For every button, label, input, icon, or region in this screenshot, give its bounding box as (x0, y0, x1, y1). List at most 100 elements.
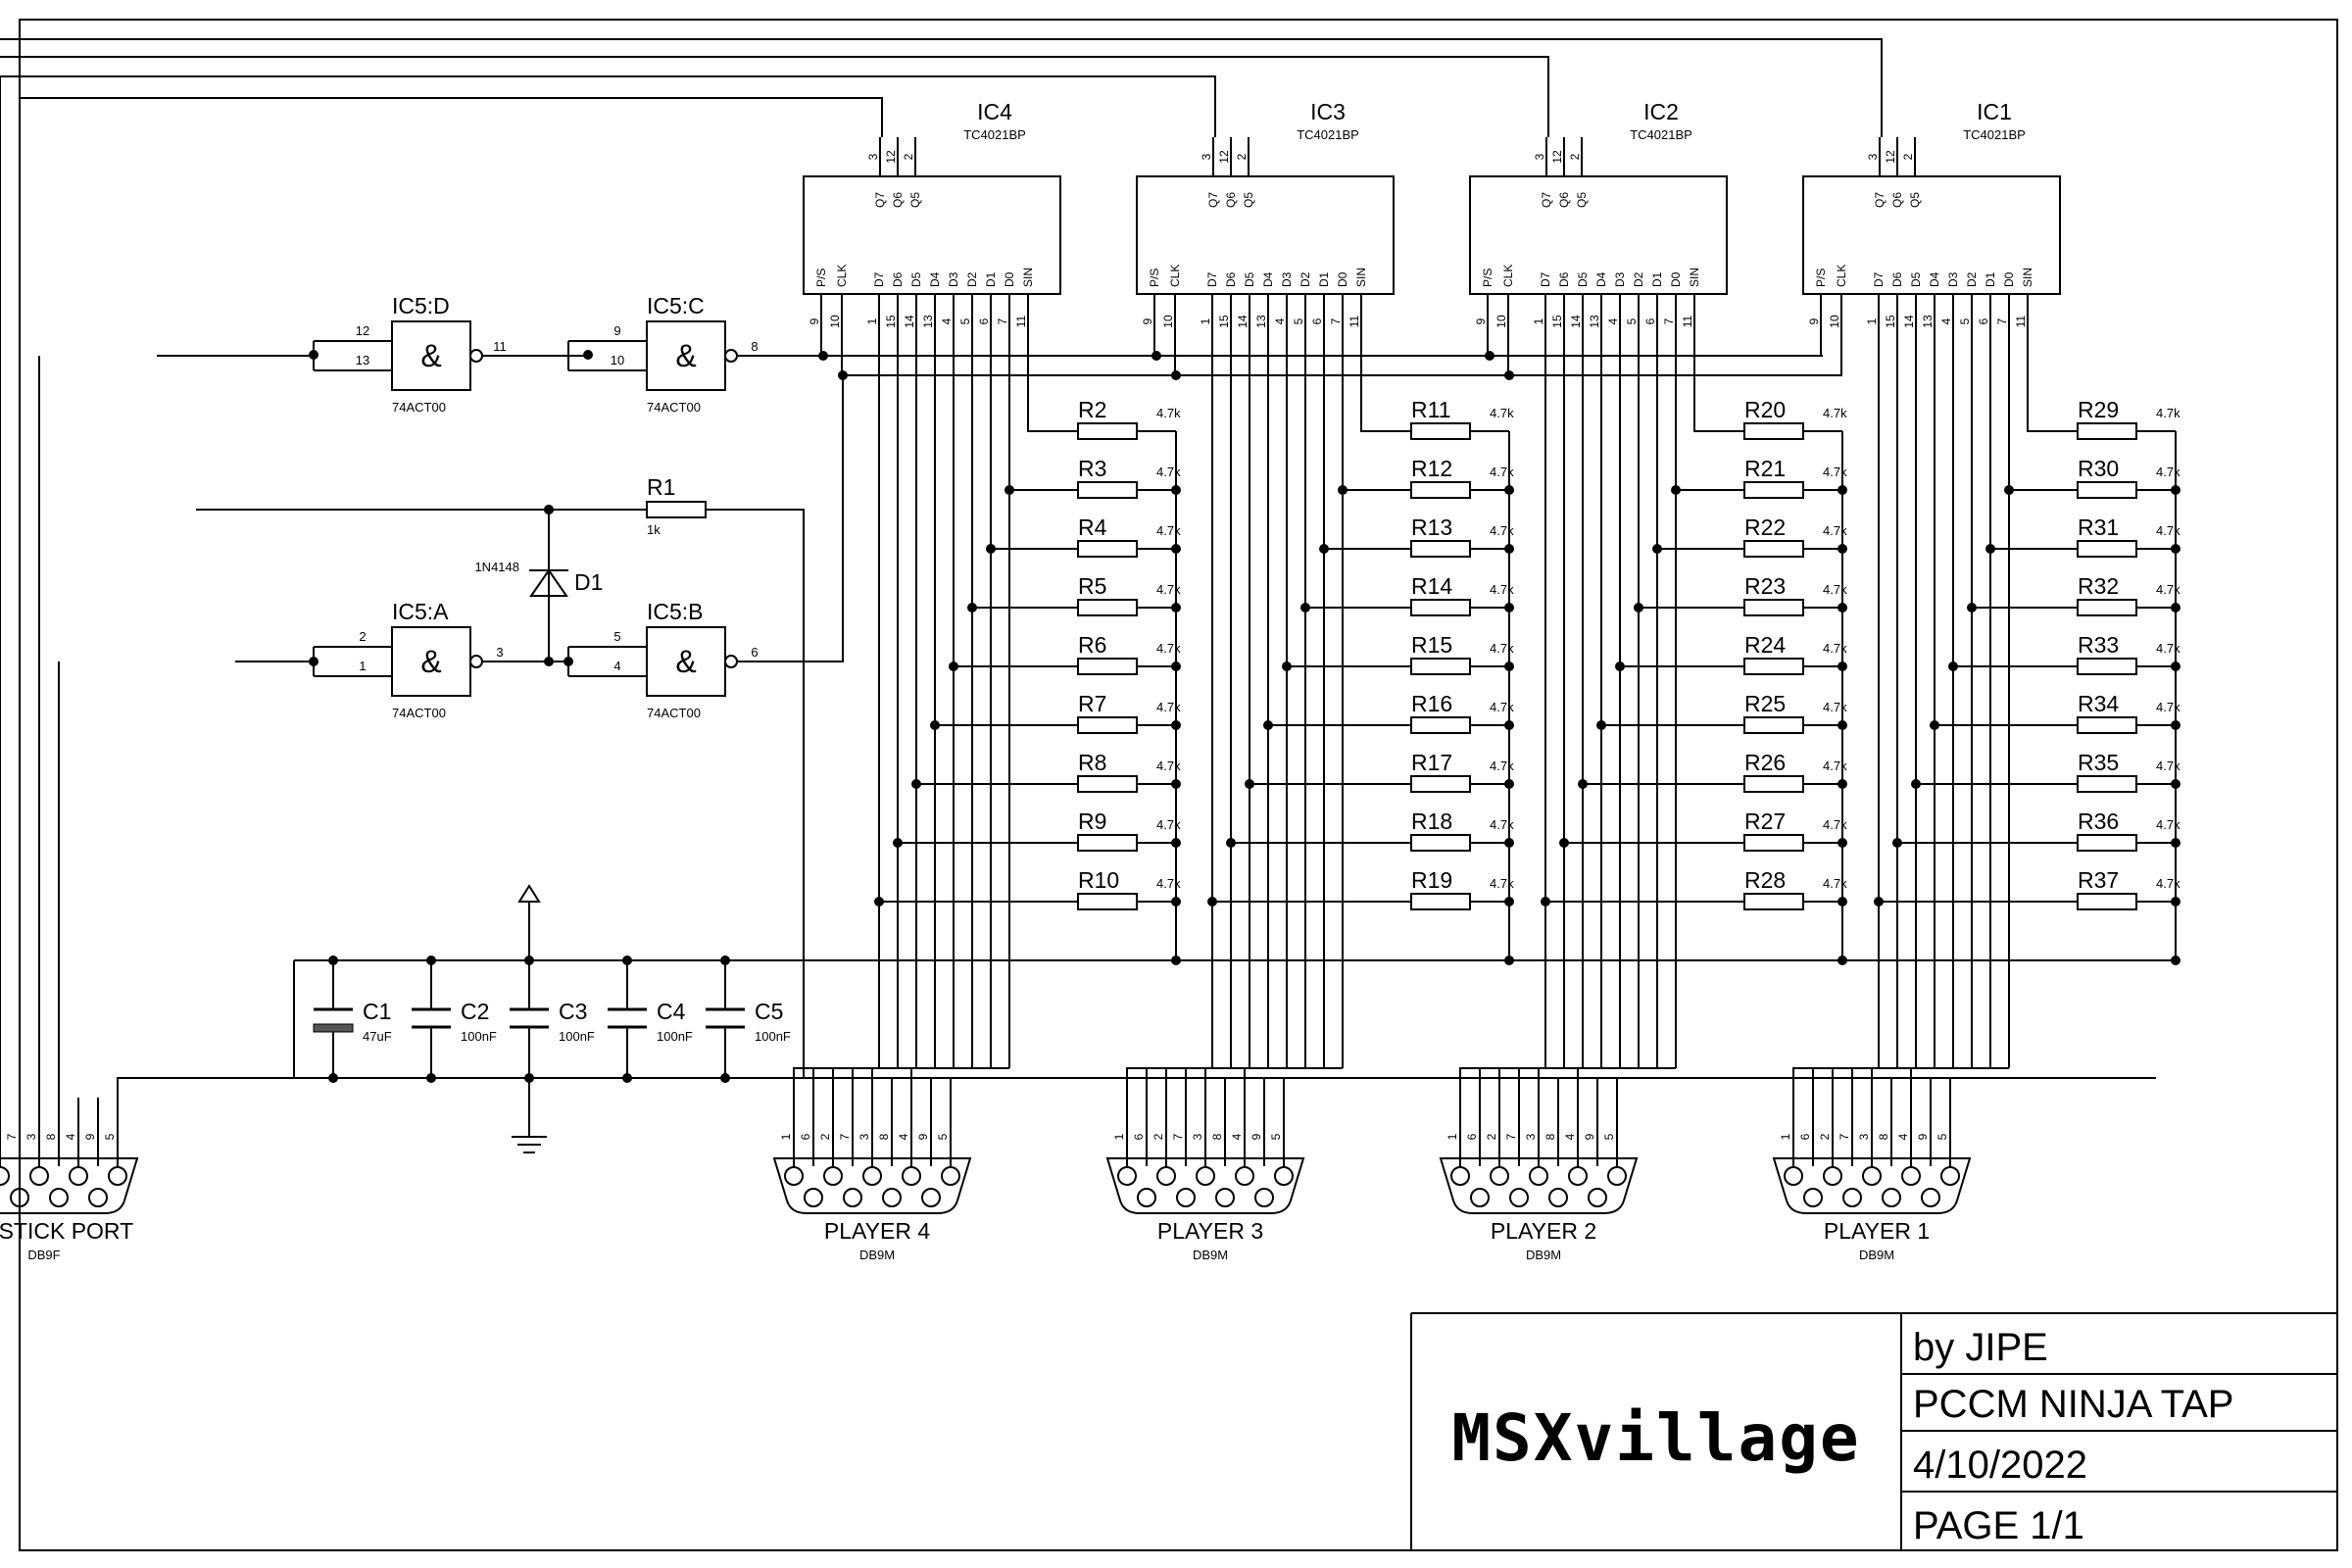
pin-number: 15 (1217, 315, 1231, 328)
pin-label: D0 (1336, 271, 1349, 287)
resistor-value: 4.7k (2156, 876, 2180, 891)
diode-part: 1N4148 (474, 560, 519, 574)
resistor-value: 4.7k (1490, 817, 1514, 832)
resistor-ref: R17 (1411, 750, 1452, 775)
pin-label: P/S (1814, 269, 1828, 287)
pin-number: 12 (1884, 150, 1897, 164)
connector-type: DB9M (1193, 1248, 1228, 1262)
resistor-value: 4.7k (1490, 582, 1514, 597)
resistor-value: 4.7k (1823, 406, 1847, 420)
pin-number: 3 (866, 153, 880, 160)
resistor-value: 4.7k (1823, 641, 1847, 656)
resistor-value: 4.7k (1490, 759, 1514, 773)
nand-gate-ic5-b (568, 626, 774, 697)
ic-ref: IC3 (1310, 99, 1346, 124)
pin-label: P/S (814, 269, 828, 287)
resistor-ref: R5 (1078, 573, 1106, 599)
pin-number: 3 (1524, 1133, 1538, 1140)
resistor-ref: R37 (2078, 867, 2119, 893)
nand-symbol: & (675, 644, 696, 679)
resistor-ref: R10 (1078, 867, 1119, 893)
resistor-value: 4.7k (1156, 700, 1181, 714)
pin-number: 5 (103, 1133, 117, 1140)
resistor-ref: R1 (647, 474, 675, 500)
resistor-value: 4.7k (2156, 641, 2180, 656)
pin-number: 8 (751, 339, 758, 354)
resistor-ref: R2 (1078, 397, 1106, 422)
resistor-value: 4.7k (1823, 817, 1847, 832)
pin-number: 9 (1141, 318, 1154, 324)
resistor-value: 4.7k (1156, 465, 1181, 479)
pin-number: 4 (1939, 318, 1953, 324)
capacitor-c4 (608, 960, 647, 1078)
pin-number: 4 (64, 1133, 77, 1140)
pin-number: 15 (1884, 315, 1897, 328)
pin-number: 9 (1474, 318, 1488, 324)
resistor-ref: R20 (1744, 397, 1786, 422)
cap-value: 47uF (363, 1029, 392, 1044)
resistor-ref: R22 (1744, 514, 1786, 540)
date-text: 4/10/2022 (1913, 1444, 2087, 1487)
cap-ref: C1 (363, 999, 391, 1024)
pin-label: D3 (947, 271, 960, 287)
pin-number: 4 (1563, 1133, 1577, 1140)
pin-label: D7 (1205, 271, 1219, 287)
pin-label: D2 (965, 271, 979, 287)
resistor-ref: R12 (1411, 456, 1452, 481)
pin-number: 8 (1210, 1133, 1224, 1140)
diode-ref: D1 (574, 569, 603, 595)
pin-label: SIN (2021, 268, 2034, 287)
pin-number: 4 (1896, 1133, 1910, 1140)
cap-value: 100nF (755, 1029, 791, 1044)
pin-number: 1 (359, 659, 366, 673)
pin-number: 2 (818, 1133, 832, 1140)
gate-ref: IC5:D (392, 293, 450, 318)
pin-label: D5 (1243, 271, 1256, 287)
shift-register-ic4 (803, 137, 1061, 314)
pin-number: 1 (1865, 318, 1879, 324)
nand-gate-ic5-a (314, 626, 519, 697)
resistor-value: 4.7k (2156, 759, 2180, 773)
resistor-value: 4.7k (1823, 582, 1847, 597)
pin-number: 4 (897, 1133, 910, 1140)
title-block: MSXvillage by JIPE PCCM NINJA TAP 4/10/2… (1410, 1312, 2337, 1550)
resistor-value: 4.7k (1156, 759, 1181, 773)
pin-label: D5 (1909, 271, 1923, 287)
pin-label: D3 (1946, 271, 1960, 287)
pin-number: 6 (1798, 1133, 1812, 1140)
pin-label: D1 (1650, 271, 1664, 287)
pin-number: 2 (359, 629, 366, 644)
pin-number: 9 (613, 323, 620, 338)
shift-register-ic3 (1136, 137, 1395, 314)
db9-connector-3 (1105, 1098, 1305, 1214)
ic-part: TC4021BP (1297, 127, 1359, 142)
pin-number: 4 (1606, 318, 1620, 324)
pin-number: 7 (1838, 1133, 1851, 1140)
pin-label: Q6 (1224, 192, 1238, 208)
pin-number: 13 (1921, 315, 1935, 328)
db9-connector-4 (1439, 1098, 1639, 1214)
capacitor-c3 (510, 960, 549, 1078)
pin-number: 12 (1217, 150, 1231, 164)
pin-number: 1 (1199, 318, 1212, 324)
resistor-ref: R7 (1078, 691, 1106, 716)
pin-number: 14 (1902, 315, 1916, 328)
pin-number: 5 (1602, 1133, 1616, 1140)
pin-number: 14 (903, 315, 916, 328)
pin-number: 13 (921, 315, 935, 328)
resistor-ref: R13 (1411, 514, 1452, 540)
ic-part: TC4021BP (1630, 127, 1692, 142)
pin-label: Q7 (1540, 192, 1553, 208)
pin-number: 7 (1995, 318, 2009, 324)
pin-label: D5 (909, 271, 923, 287)
pin-number: 2 (1568, 153, 1582, 160)
pin-number: 13 (356, 353, 369, 368)
pin-number: 10 (1494, 315, 1508, 328)
pin-number: 2 (1901, 153, 1915, 160)
cap-ref: C4 (657, 999, 686, 1024)
pin-number: 8 (1544, 1133, 1557, 1140)
ic-ref: IC1 (1977, 99, 2012, 124)
pin-number: 5 (1292, 318, 1305, 324)
pin-label: D1 (1984, 271, 1997, 287)
pin-number: 3 (24, 1133, 38, 1140)
